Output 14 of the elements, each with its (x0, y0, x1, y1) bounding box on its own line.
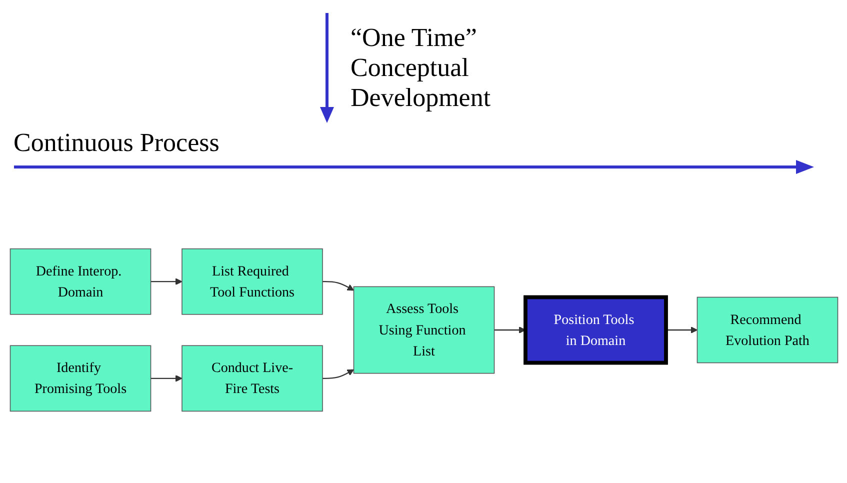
node-box: List Required Tool Functions (181, 248, 322, 314)
arrow (322, 280, 354, 290)
node-box: Assess Tools Using Function List (352, 286, 494, 374)
node-box: Identify Promising Tools (9, 344, 151, 412)
arrow (150, 278, 182, 285)
arrow (150, 374, 182, 382)
arrow (666, 326, 698, 333)
annotation-text: Continuous Process (14, 128, 220, 158)
annotation-text: “One Time” Conceptual Development (350, 23, 492, 113)
node-box: Position Tools in Domain (523, 294, 668, 364)
arrow (322, 368, 354, 378)
node-box: Define Interop. Domain (9, 248, 151, 314)
node-box: Recommend Evolution Path (696, 296, 838, 363)
node-box: Conduct Live-Fire Tests (181, 344, 322, 412)
